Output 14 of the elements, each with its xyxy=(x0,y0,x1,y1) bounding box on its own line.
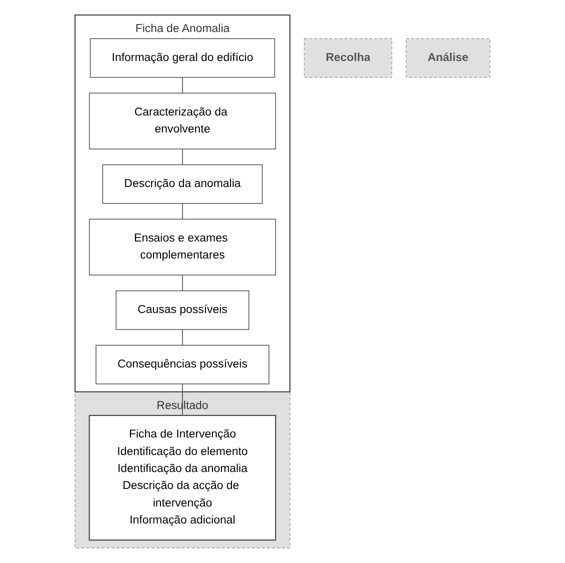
node-box: Descrição da anomalia xyxy=(102,164,263,204)
connector xyxy=(182,203,183,220)
node-box: Causas possíveis xyxy=(116,290,250,330)
connector xyxy=(182,148,183,166)
node-box: Ficha de Intervenção Identificação do elemento Identificação da anomalia Descrição da acção de intervenção Informação adicional xyxy=(88,414,276,541)
node-box: Ensaios e exames complementares xyxy=(89,218,276,276)
node-box: Consequências possíveis xyxy=(96,344,270,384)
node-box: Informação geral do edifício xyxy=(90,38,276,78)
connector xyxy=(182,329,183,346)
node-box: Caracterização da envolvente xyxy=(89,92,276,150)
node-box: Recolha xyxy=(304,38,392,78)
connector xyxy=(182,76,183,94)
node-box: Análise xyxy=(406,38,490,78)
connector xyxy=(182,274,183,292)
